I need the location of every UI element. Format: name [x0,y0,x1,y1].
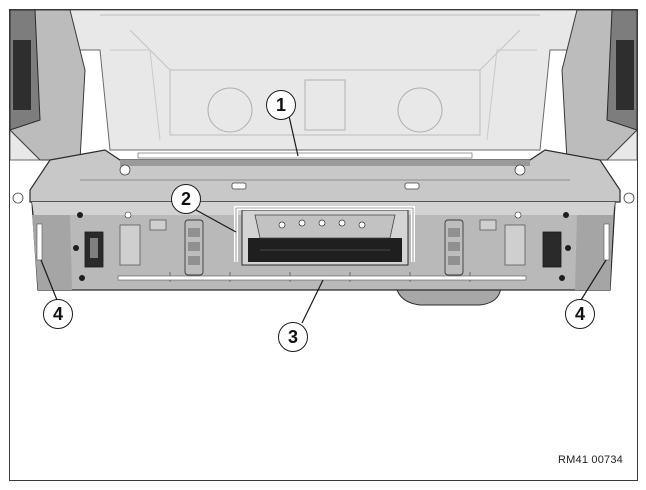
upper-body-shell [10,10,637,161]
callout-4-left: 4 [43,299,73,329]
trunk-rim [12,149,635,204]
figure-id: RM41 00734 [558,454,623,466]
diagram-frame: 1 2 3 4 4 RM41 00734 [9,9,638,481]
vehicle-rear-panel-illustration [10,10,637,324]
callout-4-right: 4 [565,299,595,329]
seal-strip-4-left [36,223,43,261]
center-latch-opening [234,206,415,266]
callout-2: 2 [171,184,201,214]
seal-strip-3 [117,275,527,281]
callout-1: 1 [266,90,296,120]
leader-lines [40,115,607,324]
callout-3: 3 [278,322,308,352]
seal-strip-1 [137,152,473,159]
seal-strip-4-right [603,223,610,261]
